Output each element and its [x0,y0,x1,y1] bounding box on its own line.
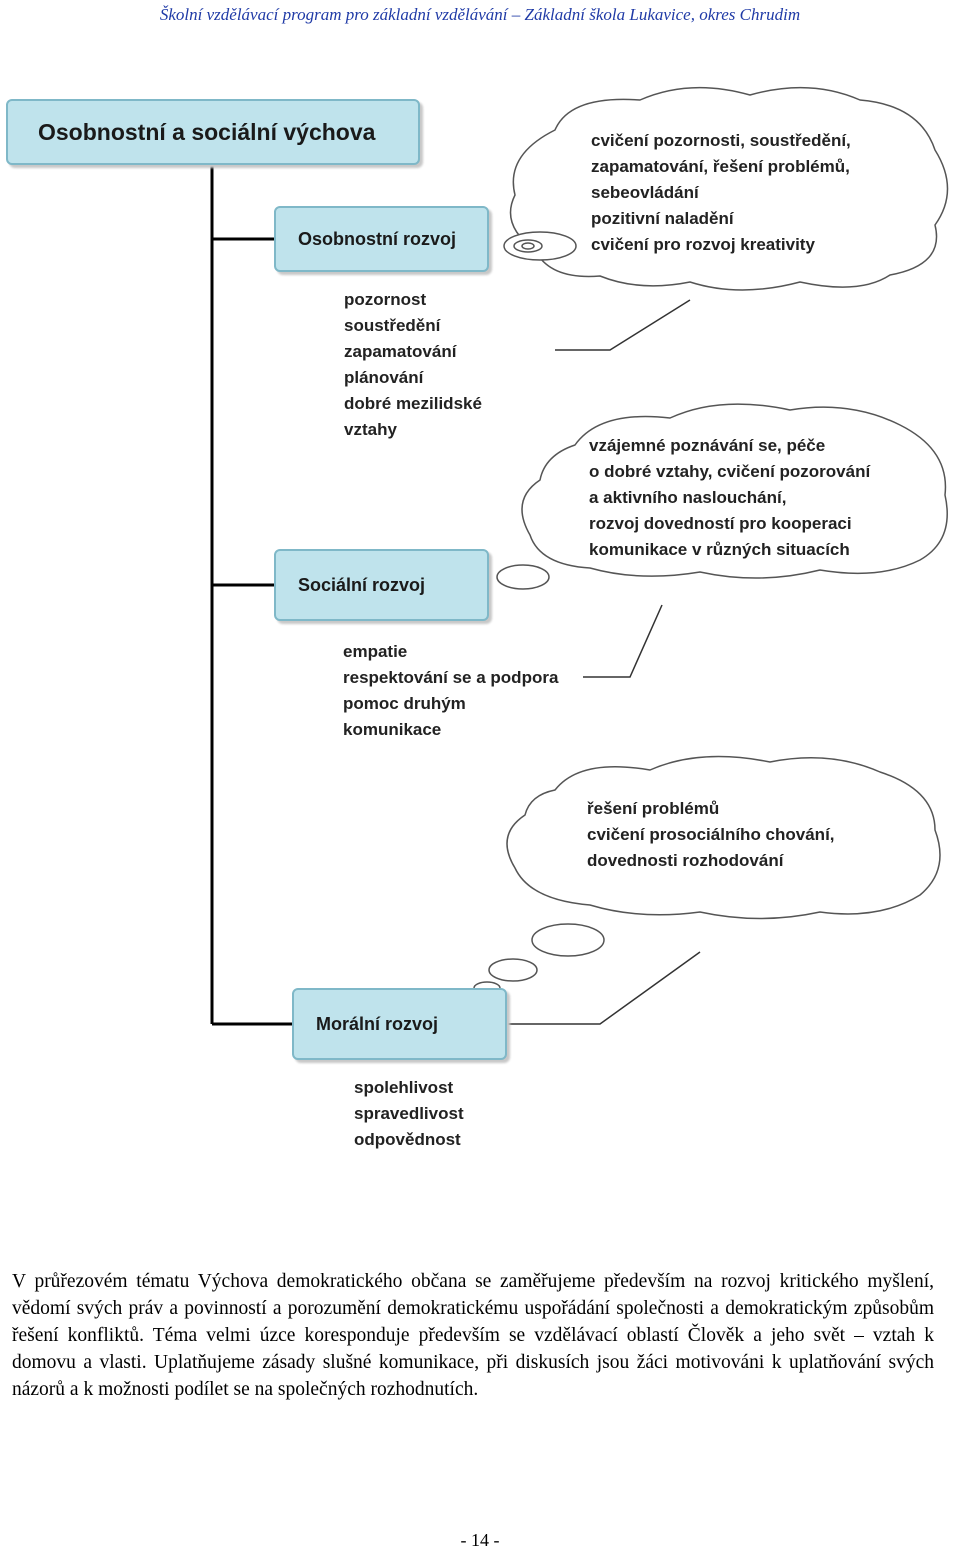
cloud-line: cvičení pozornosti, soustředění, [591,131,851,150]
cloud-line: sebeovládání [591,183,699,202]
list-item: spravedlivost [354,1104,464,1123]
branch-list-moral: spolehlivost spravedlivost odpovědnost [354,1075,464,1153]
cloud-line: o dobré vztahy, cvičení pozorování [589,462,871,481]
list-item: spolehlivost [354,1078,454,1097]
thought-cloud-2 [496,403,948,590]
list-item: soustředění [344,316,441,335]
thought-cloud-1 [503,86,949,291]
cloud-line: komunikace v různých situacích [589,540,850,559]
list-item: respektování se a podpora [343,668,559,687]
list-item: komunikace [343,720,442,739]
cloud-text-personal: cvičení pozornosti, soustředění, zapamat… [591,128,851,258]
cloud-line: cvičení prosociálního chování, [587,825,835,844]
cloud-line: dovednosti rozhodování [587,851,784,870]
cloud-line: cvičení pro rozvoj kreativity [591,235,815,254]
page-header: Školní vzdělávací program pro základní v… [159,5,801,24]
cloud-text-moral: řešení problémů cvičení prosociálního ch… [587,796,835,874]
list-item: pomoc druhým [343,694,466,713]
cloud-line: zapamatování, řešení problémů, [591,157,850,176]
cloud-line: vzájemné poznávání se, péče [589,436,826,455]
list-item: zapamatování [344,342,457,361]
cloud-text-social: vzájemné poznávání se, péče o dobré vzta… [589,433,870,563]
branch-box-personal: Osobnostní rozvoj [274,206,489,272]
branch-box-social: Sociální rozvoj [274,549,489,621]
cloud-line: rozvoj dovedností pro kooperaci [589,514,852,533]
list-item: odpovědnost [354,1130,461,1149]
branch-list-personal: pozornost soustředění zapamatování pláno… [344,287,482,443]
list-item: empatie [343,642,408,661]
tree-lines [210,165,292,1026]
page-number: - 14 - [460,1530,500,1550]
cloud-line: pozitivní naladění [591,209,734,228]
main-topic-box: Osobnostní a sociální výchova [6,99,420,165]
cloud-line: řešení problémů [587,799,720,818]
branch-box-moral: Morální rozvoj [292,988,507,1060]
body-paragraph: V průřezovém tématu Výchova demokratické… [12,1271,934,1400]
list-item: plánování [344,368,424,387]
list-item: pozornost [344,290,427,309]
diagram-connectors [210,86,949,1026]
cloud-line: a aktivního naslouchání, [589,488,787,507]
branch-list-social: empatie respektování se a podpora pomoc … [343,639,558,743]
list-item: vztahy [344,420,397,439]
list-item: dobré mezilidské [344,394,482,413]
thought-cloud-3 [473,755,941,995]
